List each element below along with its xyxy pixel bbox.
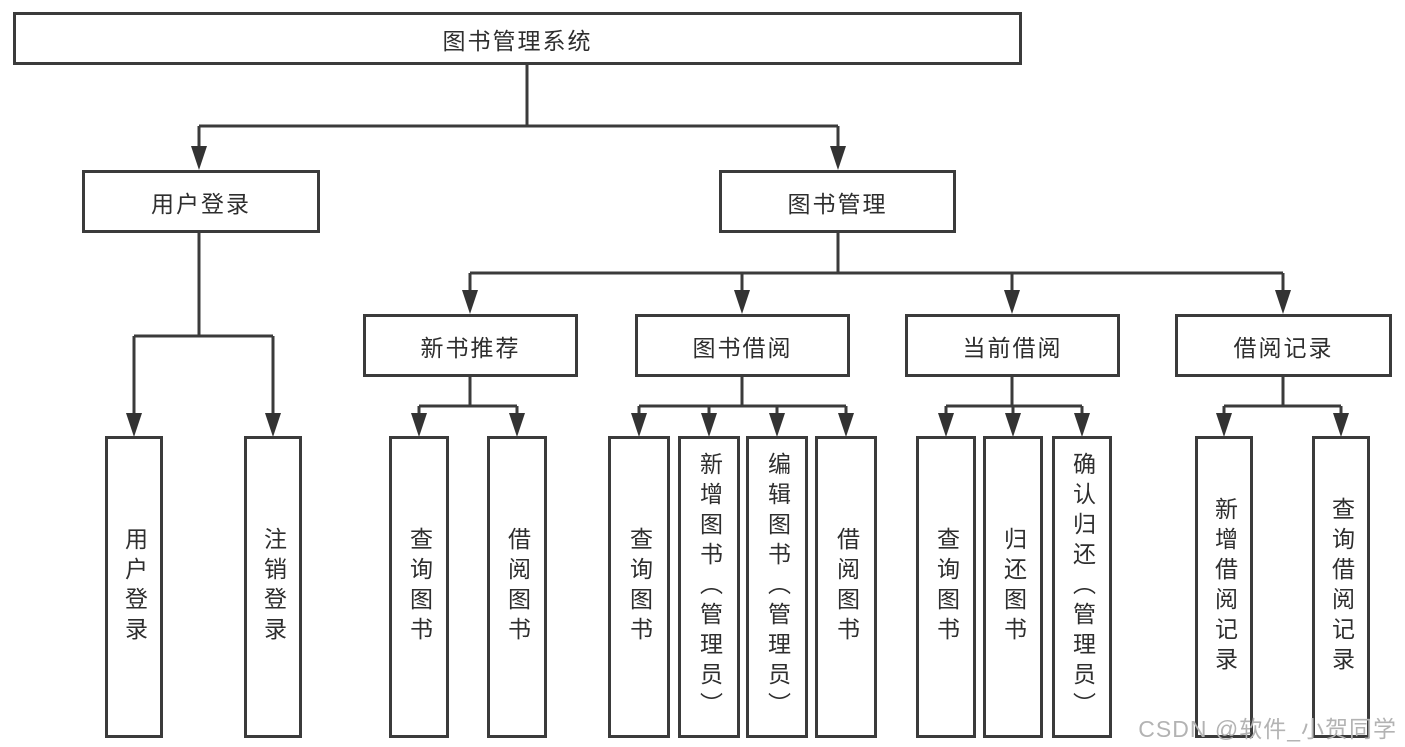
leaf-edit-book-admin: 编辑图书（管理员） xyxy=(746,436,808,738)
leaf-add-book-admin: 新增图书（管理员） xyxy=(678,436,740,738)
leaf-borrow-books-2: 借阅图书 xyxy=(815,436,877,738)
leaf-query-borrow-record: 查询借阅记录 xyxy=(1312,436,1370,738)
node-new-book-recommend: 新书推荐 xyxy=(363,314,578,377)
node-root: 图书管理系统 xyxy=(13,12,1022,65)
leaf-return-books: 归还图书 xyxy=(983,436,1043,738)
node-user-login-label: 用户登录 xyxy=(151,190,251,217)
node-borrowing-records: 借阅记录 xyxy=(1175,314,1392,377)
leaf-add-borrow-record: 新增借阅记录 xyxy=(1195,436,1253,738)
leaf-borrow-books-1-label: 借阅图书 xyxy=(504,527,531,647)
node-current-borrowing: 当前借阅 xyxy=(905,314,1120,377)
node-user-login: 用户登录 xyxy=(82,170,320,233)
leaf-user-login-label: 用户登录 xyxy=(121,527,148,647)
leaf-logout: 注销登录 xyxy=(244,436,302,738)
leaf-query-books-2-label: 查询图书 xyxy=(626,527,653,647)
node-root-label: 图书管理系统 xyxy=(442,27,593,54)
node-new-book-recommend-label: 新书推荐 xyxy=(420,334,521,361)
node-current-borrowing-label: 当前借阅 xyxy=(962,334,1063,361)
node-book-management: 图书管理 xyxy=(719,170,956,233)
leaf-add-borrow-record-label: 新增借阅记录 xyxy=(1211,497,1238,677)
leaf-edit-book-admin-label: 编辑图书（管理员） xyxy=(764,452,791,722)
leaf-return-books-label: 归还图书 xyxy=(1000,527,1027,647)
watermark: CSDN @软件_小贺同学 xyxy=(1138,716,1397,742)
leaf-query-books-1-label: 查询图书 xyxy=(406,527,433,647)
leaf-query-books-2: 查询图书 xyxy=(608,436,670,738)
node-borrowing-records-label: 借阅记录 xyxy=(1233,334,1334,361)
leaf-query-borrow-record-label: 查询借阅记录 xyxy=(1328,497,1355,677)
leaf-confirm-return-admin-label: 确认归还（管理员） xyxy=(1069,452,1096,722)
leaf-user-login: 用户登录 xyxy=(105,436,163,738)
node-book-management-label: 图书管理 xyxy=(787,190,888,217)
leaf-query-books-3-label: 查询图书 xyxy=(933,527,960,647)
leaf-borrow-books-1: 借阅图书 xyxy=(487,436,547,738)
node-book-borrowing-label: 图书借阅 xyxy=(692,334,793,361)
leaf-query-books-3: 查询图书 xyxy=(916,436,976,738)
leaf-query-books-1: 查询图书 xyxy=(389,436,449,738)
leaf-add-book-admin-label: 新增图书（管理员） xyxy=(696,452,723,722)
leaf-logout-label: 注销登录 xyxy=(260,527,287,647)
leaf-borrow-books-2-label: 借阅图书 xyxy=(833,527,860,647)
node-book-borrowing: 图书借阅 xyxy=(635,314,850,377)
leaf-confirm-return-admin: 确认归还（管理员） xyxy=(1052,436,1112,738)
